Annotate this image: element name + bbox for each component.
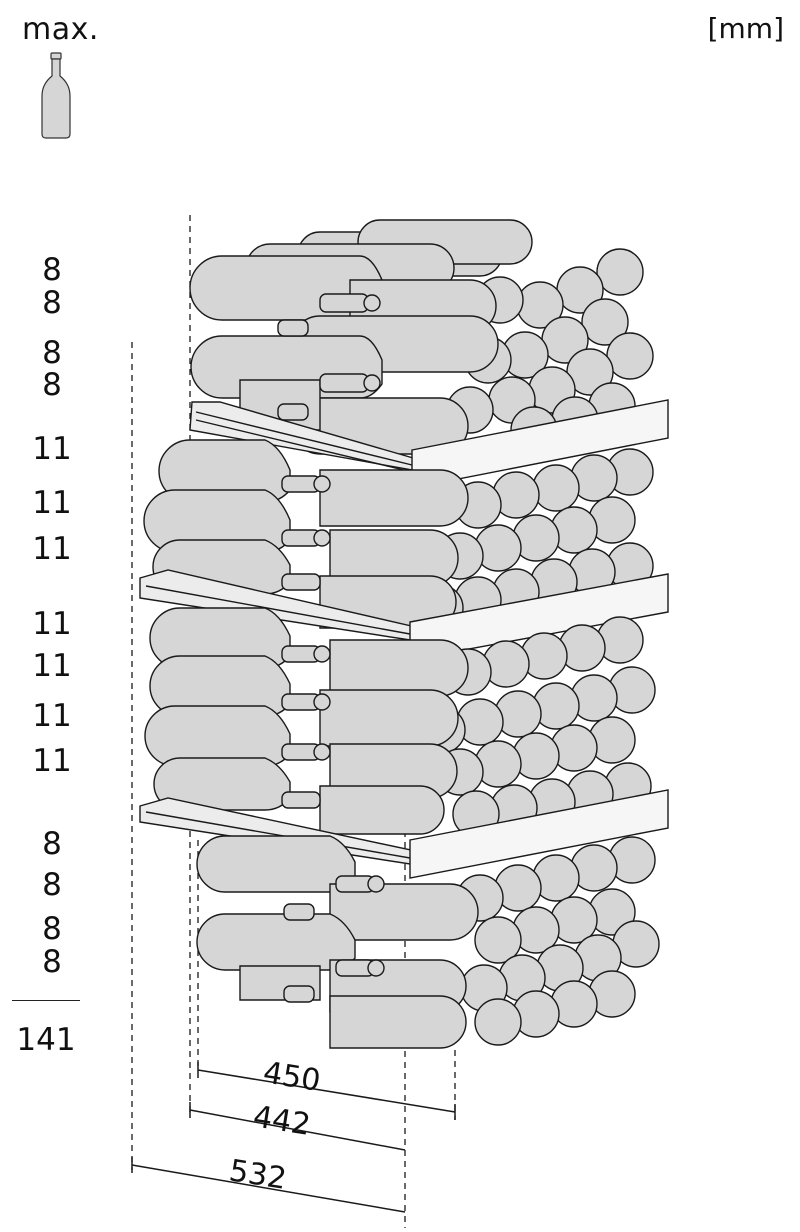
- dimension-label-mid-width: 442: [251, 1099, 313, 1143]
- shelf-count: 11: [32, 485, 72, 521]
- bottle-rows-bottom-section: [196, 835, 479, 1049]
- dimension-450: [197, 1062, 456, 1120]
- total-count: 141: [16, 1022, 76, 1058]
- shelf-count: 8: [42, 867, 62, 903]
- shelf-count: 8: [42, 367, 62, 403]
- max-heading: max.: [22, 12, 99, 47]
- bottle-rows-middle-section-2: [144, 607, 469, 835]
- bottle-caps-bottom-section: [456, 836, 660, 1046]
- shelf-count: 11: [32, 743, 72, 779]
- dimension-442: [189, 1102, 406, 1151]
- wine-bottle-icon: [38, 52, 74, 144]
- shelf-count: 8: [42, 911, 62, 947]
- shelf-count: 8: [42, 826, 62, 862]
- dimension-label-outer-width: 532: [227, 1153, 289, 1197]
- shelf-count: 8: [42, 252, 62, 288]
- shelf-count: 8: [42, 335, 62, 371]
- max-label: max.: [22, 12, 99, 47]
- shelf-count: 11: [32, 531, 72, 567]
- shelf-count: 11: [32, 431, 72, 467]
- unit-label: [mm]: [707, 12, 784, 45]
- shelf-count: 11: [32, 648, 72, 684]
- bottle-necks-middle-1: [281, 475, 331, 591]
- bottle-necks-middle-2: [281, 645, 331, 809]
- shelf-middle-2: [139, 789, 669, 879]
- dimension-532: [131, 1157, 406, 1213]
- shelf-count: 11: [32, 606, 72, 642]
- shelf-count: 8: [42, 285, 62, 321]
- shelf-count-column: 8 8 8 8 11 11 11 11 11 11 11 8 8 8 8: [0, 0, 100, 1232]
- bottle-necks-bottom: [283, 875, 385, 1003]
- dimension-label-inner-width: 450: [261, 1055, 323, 1099]
- shelf-count: 8: [42, 944, 62, 980]
- total-divider: [12, 1000, 80, 1001]
- bottle-necks-top: [277, 293, 381, 421]
- shelf-middle-1: [139, 569, 669, 661]
- shelf-count: 11: [32, 698, 72, 734]
